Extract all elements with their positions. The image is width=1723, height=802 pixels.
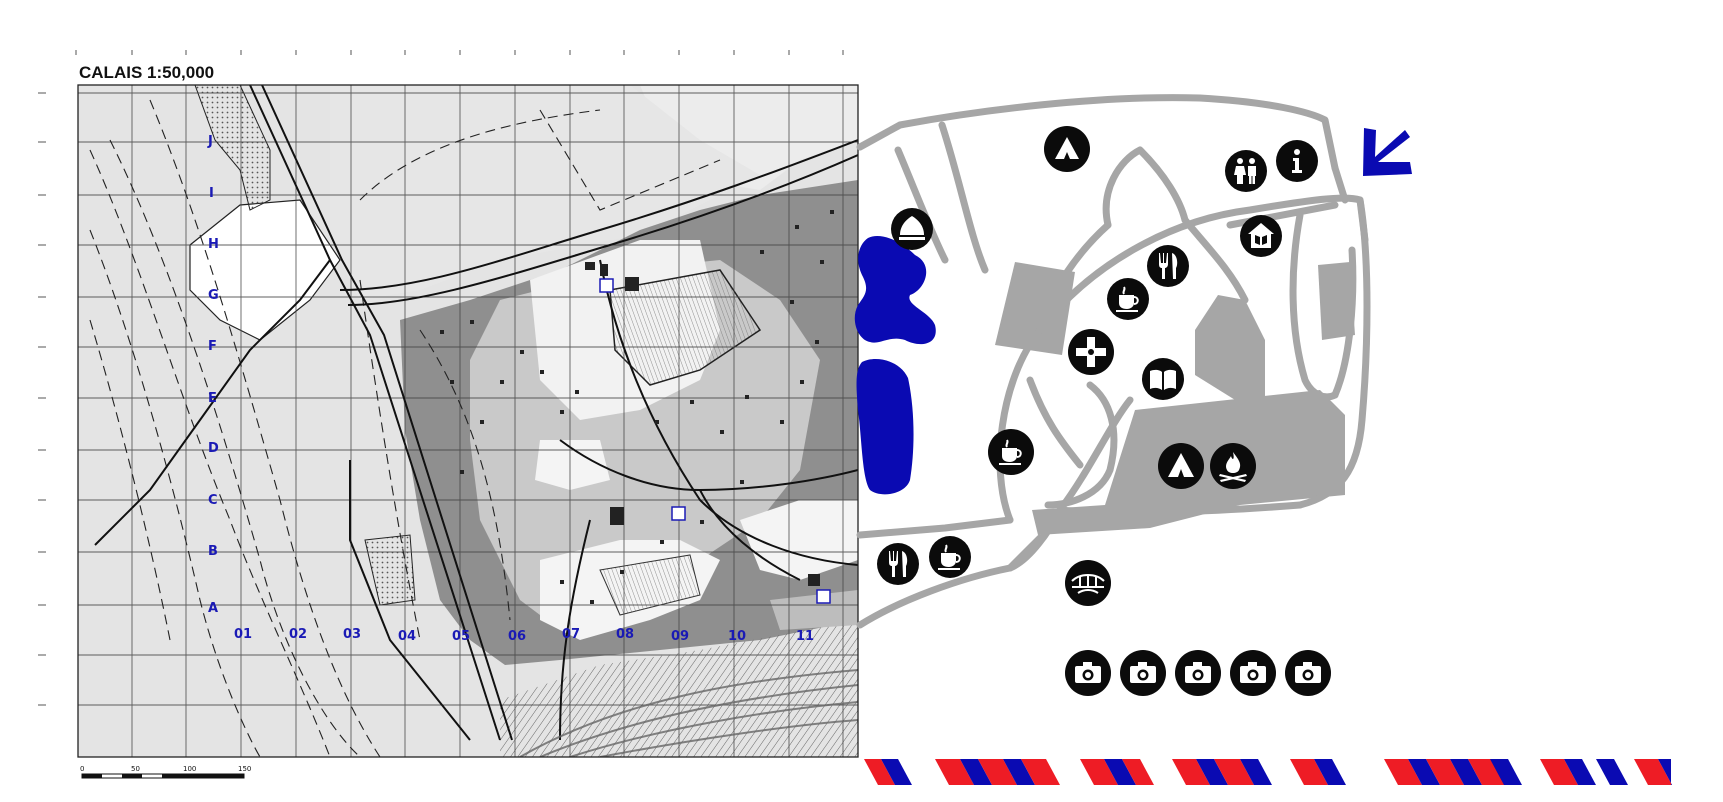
camera-icon	[1120, 650, 1166, 696]
roads	[94, 85, 858, 741]
church-icon	[1068, 329, 1114, 375]
row-labels: J I H G F E D C B A	[207, 134, 219, 616]
map-title: CALAIS 1:50,000	[79, 63, 214, 82]
row-label: E	[208, 391, 217, 406]
row-label: J	[207, 134, 213, 149]
campfire-icon	[1210, 443, 1256, 489]
bridge-icon	[1065, 560, 1111, 606]
toilets-icon	[1225, 150, 1267, 192]
col-label: 09	[671, 629, 689, 644]
row-label: H	[208, 237, 219, 252]
camp-icons	[877, 126, 1412, 696]
map-ticks	[38, 50, 844, 706]
col-label: 07	[562, 627, 580, 642]
scale-label: 0	[80, 765, 84, 773]
row-label: I	[209, 186, 214, 201]
restaurant-icon	[1147, 245, 1189, 287]
scale-label: 50	[131, 765, 140, 773]
topographic-map: CALAIS 1:50,000	[38, 50, 859, 779]
col-label: 08	[616, 627, 634, 642]
col-label: 05	[452, 629, 470, 644]
map-markers	[599, 278, 831, 604]
restaurant-icon	[877, 543, 919, 585]
cafe-icon	[988, 429, 1034, 475]
col-label: 06	[508, 629, 526, 644]
buildings	[440, 210, 834, 604]
scale-label: 150	[238, 765, 251, 773]
row-label: D	[208, 441, 219, 456]
camera-icon	[1230, 650, 1276, 696]
camera-icon	[1175, 650, 1221, 696]
camera-icon	[1285, 650, 1331, 696]
tent-icon	[1158, 443, 1204, 489]
col-labels: 01 02 03 04 05 06 07 08 09 10 11	[234, 627, 814, 644]
mosque-icon	[891, 208, 933, 250]
col-label: 11	[796, 629, 814, 644]
row-label: A	[208, 601, 218, 616]
camp-schematic	[854, 94, 1672, 785]
col-label: 02	[289, 627, 307, 642]
camera-icon	[1065, 650, 1111, 696]
library-icon	[1142, 358, 1184, 400]
map-grid	[78, 85, 858, 757]
arrow-down-left-icon	[1363, 128, 1412, 176]
tent-icon	[1044, 126, 1090, 172]
camp-paths	[856, 94, 1371, 629]
cafe-icon	[929, 536, 971, 578]
col-label: 03	[343, 627, 361, 642]
col-label: 10	[728, 629, 746, 644]
contour-lines	[89, 99, 721, 757]
lake	[854, 235, 936, 495]
scale-label: 100	[183, 765, 196, 773]
row-label: F	[208, 339, 217, 354]
scale-bar: 0 50 100 150	[80, 765, 251, 779]
col-label: 01	[234, 627, 252, 642]
row-label: B	[208, 544, 218, 559]
school-icon	[1240, 215, 1282, 257]
info-icon	[1276, 140, 1318, 182]
col-label: 04	[398, 629, 416, 644]
cafe-icon	[1107, 278, 1149, 320]
row-label: C	[208, 493, 218, 508]
row-label: G	[208, 288, 219, 303]
airmail-stripe-border	[864, 759, 1672, 785]
